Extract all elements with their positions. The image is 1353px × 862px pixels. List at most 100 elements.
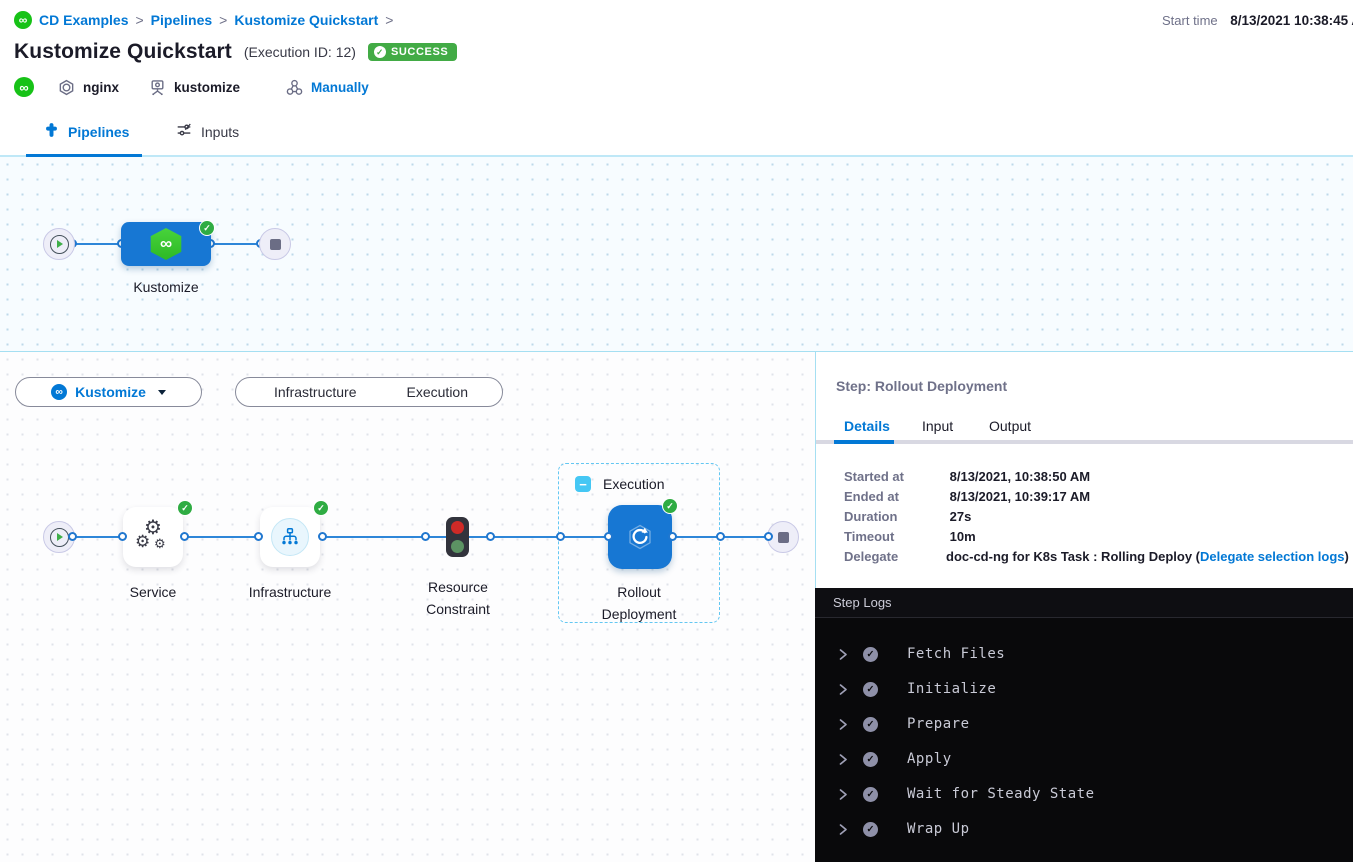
log-section-label: Prepare [907, 716, 970, 732]
connector-dot [716, 532, 725, 541]
detail-value: 8/13/2021, 10:38:50 AM [950, 469, 1090, 484]
success-check-icon: ✓ [863, 682, 878, 697]
pipeline-start-node [43, 228, 75, 260]
collapse-group-icon[interactable]: − [575, 476, 591, 492]
log-section-fetch-files[interactable]: ✓ Fetch Files [815, 644, 1353, 666]
log-section-label: Apply [907, 751, 952, 767]
node-success-badge-icon: ✓ [177, 500, 193, 516]
environment-name: kustomize [174, 80, 240, 95]
stage-selector-dropdown[interactable]: ∞ Kustomize [15, 377, 202, 407]
node-success-badge-icon: ✓ [662, 498, 678, 514]
connector-dot [486, 532, 495, 541]
connector-dot [556, 532, 565, 541]
status-badge: ✓ SUCCESS [368, 43, 457, 61]
tab-pipelines[interactable]: Pipelines [44, 122, 129, 141]
chevron-right-icon[interactable] [838, 718, 848, 736]
step-logs-header: Step Logs [815, 588, 1353, 618]
tab-input[interactable]: Input [922, 418, 953, 434]
tab-pipelines-label: Pipelines [68, 124, 129, 140]
detail-value: 10m [950, 529, 976, 544]
node-resource-constraint[interactable] [446, 517, 469, 557]
detail-value: doc-cd-ng for K8s Task : Rolling Deploy … [946, 549, 1200, 564]
connector-dot [118, 532, 127, 541]
success-check-icon: ✓ [374, 46, 386, 58]
breadcrumb-separator: > [135, 12, 143, 28]
chevron-right-icon[interactable] [838, 823, 848, 841]
detail-row-timeout: Timeout 10m [844, 529, 976, 547]
success-check-icon: ✓ [863, 647, 878, 662]
start-time: Start time 8/13/2021 10:38:45 AM [1162, 13, 1353, 28]
detail-label: Timeout [844, 529, 946, 544]
node-label-service: Service [93, 581, 213, 603]
tab-inputs[interactable]: Inputs [176, 122, 239, 141]
trigger-label[interactable]: Manually [311, 80, 369, 95]
chevron-right-icon[interactable] [838, 683, 848, 701]
connector-dot [254, 532, 263, 541]
chevron-right-icon[interactable] [838, 648, 848, 666]
stop-icon [270, 239, 281, 250]
tab-output[interactable]: Output [989, 418, 1031, 434]
log-section-label: Fetch Files [907, 646, 1005, 662]
log-section-label: Wait for Steady State [907, 786, 1095, 802]
execution-group-label: Execution [603, 476, 664, 492]
start-time-value: 8/13/2021 10:38:45 AM [1230, 13, 1353, 28]
service-icon [58, 79, 75, 96]
breadcrumb-separator: > [219, 12, 227, 28]
connector-dot [180, 532, 189, 541]
log-section-apply[interactable]: ✓ Apply [815, 749, 1353, 771]
breadcrumb-cd-examples[interactable]: CD Examples [39, 12, 128, 28]
detail-row-started-at: Started at 8/13/2021, 10:38:50 AM [844, 469, 1090, 487]
step-details-panel: Step: Rollout Deployment Details Input O… [815, 352, 1353, 588]
infrastructure-icon [271, 518, 309, 556]
pipeline-icon [44, 122, 59, 141]
node-label-rollout-deployment: Rollout Deployment [579, 581, 699, 625]
connector-dot [421, 532, 430, 541]
stage-selector-label: Kustomize [75, 384, 146, 400]
execution-id: (Execution ID: 12) [244, 44, 356, 60]
log-section-prepare[interactable]: ✓ Prepare [815, 714, 1353, 736]
node-service[interactable]: ⚙ ⚙ ⚙ [123, 507, 183, 567]
environment-icon [149, 79, 166, 96]
meta-row: ∞ nginx kustomize Ma [14, 77, 369, 97]
toggle-infrastructure[interactable]: Infrastructure [274, 384, 356, 400]
panel-tab-active-indicator [834, 440, 894, 444]
node-infrastructure[interactable] [260, 507, 320, 567]
pipeline-end-node [259, 228, 291, 260]
play-icon [50, 528, 69, 547]
stop-icon [778, 532, 789, 543]
service-gears-icon: ⚙ ⚙ ⚙ [134, 518, 172, 556]
stage-node-kustomize[interactable]: ∞ [121, 222, 211, 266]
step-logs-title: Step Logs [833, 595, 892, 610]
detail-label: Ended at [844, 489, 946, 504]
toggle-execution[interactable]: Execution [407, 384, 468, 400]
breadcrumb-separator: > [385, 12, 393, 28]
start-time-label: Start time [1162, 13, 1218, 28]
log-section-wrap-up[interactable]: ✓ Wrap Up [815, 819, 1353, 841]
chevron-down-icon [158, 390, 166, 395]
trigger-type-icon [286, 79, 303, 96]
inputs-icon [176, 122, 192, 141]
tab-inputs-label: Inputs [201, 124, 239, 140]
success-check-icon: ✓ [863, 787, 878, 802]
panel-tab-divider [816, 440, 1353, 444]
service-name: nginx [83, 80, 119, 95]
breadcrumb: ∞ CD Examples > Pipelines > Kustomize Qu… [14, 11, 393, 29]
connector-dot [68, 532, 77, 541]
log-section-initialize[interactable]: ✓ Initialize [815, 679, 1353, 701]
connector-dot [318, 532, 327, 541]
log-section-wait-steady-state[interactable]: ✓ Wait for Steady State [815, 784, 1353, 806]
breadcrumb-kustomize-quickstart[interactable]: Kustomize Quickstart [234, 12, 378, 28]
execution-canvas: ∞ Kustomize Infrastructure Execution ⚙ ⚙… [0, 352, 815, 862]
detail-label: Duration [844, 509, 946, 524]
traffic-light-red [451, 521, 464, 534]
chevron-right-icon[interactable] [838, 753, 848, 771]
detail-row-delegate: Delegatedoc-cd-ng for K8s Task : Rolling… [844, 549, 1349, 567]
log-section-label: Initialize [907, 681, 996, 697]
chevron-right-icon[interactable] [838, 788, 848, 806]
stage-label: Kustomize [106, 276, 226, 298]
cd-stage-icon: ∞ [149, 227, 183, 261]
delegate-selection-logs-link[interactable]: Delegate selection logs [1200, 549, 1345, 564]
tab-details[interactable]: Details [844, 418, 890, 434]
breadcrumb-pipelines[interactable]: Pipelines [151, 12, 212, 28]
node-rollout-deployment[interactable] [608, 505, 672, 569]
